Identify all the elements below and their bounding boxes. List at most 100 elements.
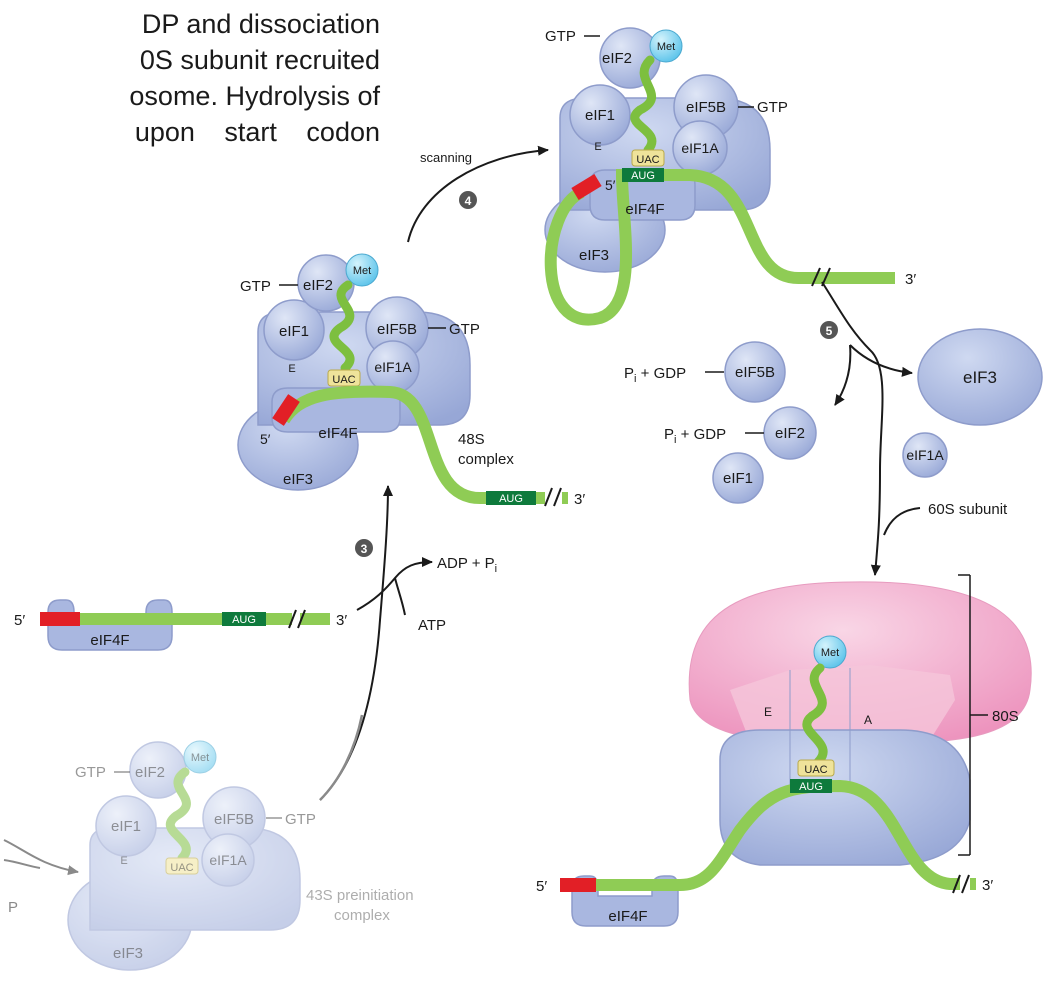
eif5b-label-top: eIF5B	[686, 99, 726, 116]
three-prime-top: 3′	[905, 271, 916, 288]
met-43s	[183, 740, 217, 774]
step-4-label: 4	[465, 194, 472, 208]
eif3-released-label: eIF3	[963, 368, 997, 387]
met-label-43s: Met	[191, 752, 209, 764]
eif4f-80s	[571, 875, 679, 927]
label-80s: 80S	[992, 708, 1019, 725]
small-subunit-40s	[719, 729, 971, 866]
adp-arrow	[356, 557, 433, 611]
five-prime-top: 5′	[605, 177, 616, 193]
mrna-eif4f-free: 5′ eIF4F AUG 3′	[14, 599, 347, 651]
met-label-48s: Met	[353, 265, 371, 277]
aug-label-top: AUG	[631, 170, 655, 182]
caption-line-1: DP and dissociation	[141, 9, 380, 39]
eif3-label-48s: eIF3	[283, 471, 313, 488]
aug-80s	[790, 779, 832, 793]
e-site-43s: E	[120, 855, 127, 867]
aug-label-48s: AUG	[499, 493, 523, 505]
break-top-a	[811, 267, 821, 287]
eif1-label-43s: eIF1	[111, 818, 141, 835]
eif1a-label-top: eIF1A	[681, 140, 719, 156]
caption-line-3: osome. Hydrolysis of	[129, 81, 380, 111]
eif1-released	[712, 452, 764, 504]
atp-label: ATP	[418, 617, 446, 634]
mrna-top	[544, 169, 895, 326]
eif3-released	[917, 328, 1043, 426]
eif2-label-48s: eIF2	[303, 277, 333, 294]
eif1-48s	[263, 299, 325, 361]
met-label-80s: Met	[821, 647, 839, 659]
label-43s-line1: 43S preinitiation	[306, 887, 414, 904]
trna-80s	[802, 663, 828, 767]
aug-free	[222, 612, 266, 626]
uac-top	[631, 149, 665, 167]
label-48s-line2: complex	[458, 451, 514, 468]
incoming-arrow-43s-b	[3, 859, 41, 869]
met-label-top: Met	[657, 41, 675, 53]
step-4-badge	[459, 191, 477, 209]
uac-label-top: UAC	[636, 154, 659, 166]
uac-label-43s: UAC	[170, 862, 193, 874]
eif4f-label-free: eIF4F	[90, 632, 129, 649]
caption-line-2: 0S subunit recruited	[139, 45, 380, 75]
eif5b-label-43s: eIF5B	[214, 811, 254, 828]
met-80s	[813, 635, 847, 669]
complex-43s-labels: GTP eIF2 eIF1 eIF5B GTP eIF1A E UAC Met …	[75, 752, 414, 962]
step-3-badge	[355, 539, 373, 557]
e-site-80s: E	[764, 705, 772, 719]
five-prime-free: 5′	[14, 612, 25, 629]
step-3-arrow	[319, 485, 393, 801]
eif1a-label-43s: eIF1A	[209, 852, 247, 868]
label-48s-line1: 48S	[458, 431, 485, 448]
eif5b-released	[724, 341, 786, 403]
gtp-label-43s: GTP	[75, 764, 106, 781]
eif2-label-top: eIF2	[602, 50, 632, 67]
eif1-released-label: eIF1	[723, 470, 753, 487]
pi-gdp-label-2: Pi + GDP	[664, 426, 726, 446]
eif4f-label-80s: eIF4F	[608, 908, 647, 925]
eif1a-released-label: eIF1A	[906, 447, 944, 463]
three-prime-free: 3′	[336, 612, 347, 629]
eif3-label-43s: eIF3	[113, 945, 143, 962]
mrna-48s	[278, 385, 545, 504]
cap-80s	[560, 878, 596, 892]
a-site-80s: A	[864, 713, 872, 727]
released-factors: eIF5B Pi + GDP eIF2 Pi + GDP eIF1 eIF3 e…	[624, 328, 1043, 504]
step-5-badge	[820, 321, 838, 339]
step-5-label: 5	[826, 324, 833, 338]
scanning-labels: GTP eIF2 eIF1 eIF5B GTP eIF1A E UAC AUG …	[545, 28, 916, 288]
edge-p-label: P	[8, 899, 18, 916]
five-prime-48s: 5′	[260, 431, 271, 447]
subunit-interface	[730, 665, 955, 742]
complex-48s	[237, 253, 568, 507]
cap-top	[571, 174, 602, 200]
cap-48s	[272, 394, 300, 426]
uac-48s	[327, 369, 361, 387]
met-48s	[345, 253, 379, 287]
three-prime-48s: 3′	[574, 491, 585, 508]
eif2-released-label: eIF2	[775, 425, 805, 442]
trna-43s	[165, 767, 191, 863]
uac-80s	[797, 759, 835, 777]
eif1-label-48s: eIF1	[279, 323, 309, 340]
incoming-arrow-43s	[3, 839, 79, 876]
eif1a-43s	[201, 833, 255, 887]
step-5-right-arrow	[849, 344, 913, 377]
eif3-label-top: eIF3	[579, 247, 609, 264]
uac-label-48s: UAC	[332, 374, 355, 386]
uac-label-80s: UAC	[804, 764, 827, 776]
eif5b-label-48s: eIF5B	[377, 321, 417, 338]
eif2-label-43s: eIF2	[135, 764, 165, 781]
caption-line-4: upon start codon	[134, 117, 380, 147]
met-top	[649, 29, 683, 63]
eif4f-label-top: eIF4F	[625, 201, 664, 218]
gtp-label-48s-2: GTP	[449, 321, 480, 338]
step-3-label: 3	[361, 542, 368, 556]
eif1a-label-48s: eIF1A	[374, 359, 412, 375]
gtp-label-top-2: GTP	[757, 99, 788, 116]
aug-48s	[486, 491, 536, 505]
adp-pi-label: ADP + Pi	[437, 555, 497, 575]
eif5b-released-label: eIF5B	[735, 364, 775, 381]
step-5-left-arrow	[834, 344, 852, 406]
